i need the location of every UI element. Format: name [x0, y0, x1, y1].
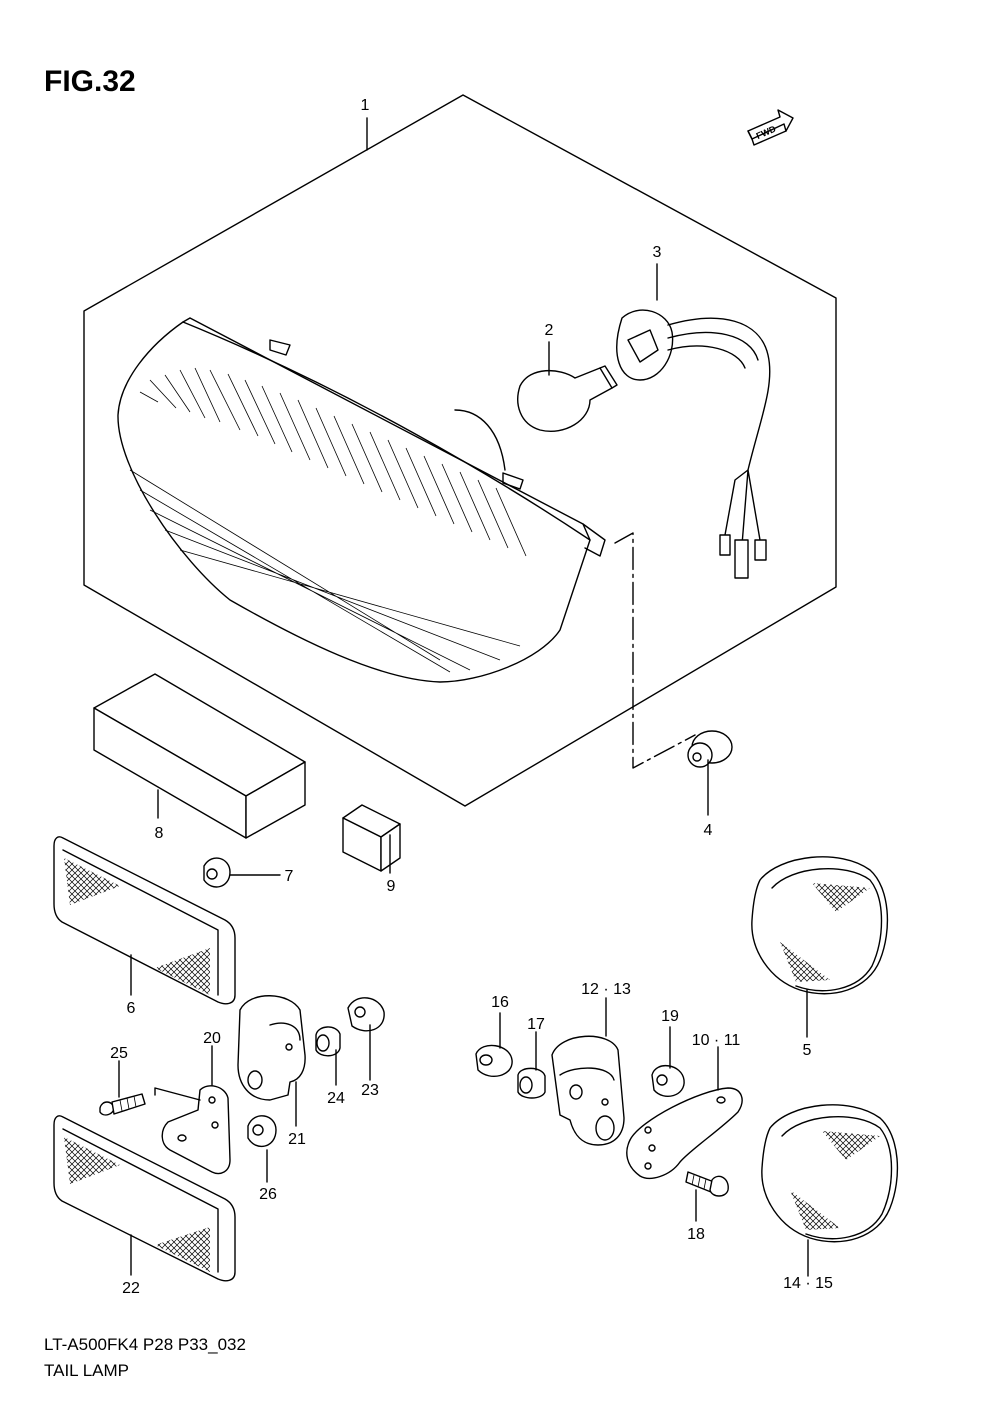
grommet: [687, 730, 733, 768]
nut-19: [651, 1065, 685, 1098]
callout-10-11: 10 · 11: [692, 1032, 741, 1049]
callout-23: 23: [361, 1082, 379, 1099]
callout-12-13: 12 · 13: [581, 981, 631, 998]
callout-6: 6: [127, 1000, 136, 1017]
section-name: TAIL LAMP: [44, 1361, 129, 1380]
round-reflector-lower: [761, 1104, 899, 1243]
assembly-boundary: [83, 94, 837, 807]
callout-5: 5: [803, 1042, 812, 1059]
callout-8: 8: [155, 825, 164, 842]
callout-21: 21: [288, 1131, 306, 1148]
callout-25: 25: [110, 1045, 128, 1062]
callout-4: 4: [704, 822, 713, 839]
fwd-arrow-icon: FWD: [747, 109, 794, 146]
round-reflector-upper: [751, 856, 889, 995]
screw-18: [685, 1171, 729, 1197]
model-code: LT-A500FK4 P28 P33_032: [44, 1335, 246, 1354]
screw-25: [99, 1093, 146, 1116]
callout-20: 20: [203, 1030, 221, 1047]
reflector-lower: [53, 1115, 236, 1282]
collar-24: [315, 1026, 341, 1057]
collar-17: [517, 1067, 546, 1099]
callout-17: 17: [527, 1016, 545, 1033]
assembly-guide-line: [614, 532, 696, 769]
callout-9: 9: [387, 878, 396, 895]
callout-18: 18: [687, 1226, 705, 1243]
tail-lamp-assembly: [117, 317, 606, 683]
callout-19: 19: [661, 1008, 679, 1025]
callout-14-15: 14 · 15: [783, 1275, 833, 1292]
nut-26: [247, 1115, 277, 1148]
mount-plate-right: [626, 1087, 743, 1180]
callout-1: 1: [361, 97, 370, 114]
callout-3: 3: [653, 244, 662, 261]
cushion-pad: [342, 804, 401, 872]
socket-harness: [616, 309, 771, 579]
reflector-upper: [53, 836, 236, 1005]
callout-24: 24: [327, 1090, 345, 1107]
nut-16: [475, 1044, 513, 1078]
nut-23: [347, 997, 385, 1032]
callout-7: 7: [285, 868, 294, 885]
callout-26: 26: [259, 1186, 277, 1203]
callout-2: 2: [545, 322, 554, 339]
callout-labels: 1 2 3 4 5 6 7 8 9 10 · 11 12 · 13 14 · 1…: [110, 97, 833, 1297]
nut-7: [203, 857, 231, 888]
foam-block: [93, 673, 306, 839]
bracket-left: [237, 995, 306, 1101]
leader-lines: [118, 117, 809, 1277]
bulb: [517, 365, 618, 432]
callout-16: 16: [491, 994, 509, 1011]
figure-title: FIG.32: [44, 65, 136, 98]
bracket-right: [551, 1035, 625, 1146]
callout-22: 22: [122, 1280, 140, 1297]
mount-plate-left: [161, 1085, 231, 1175]
